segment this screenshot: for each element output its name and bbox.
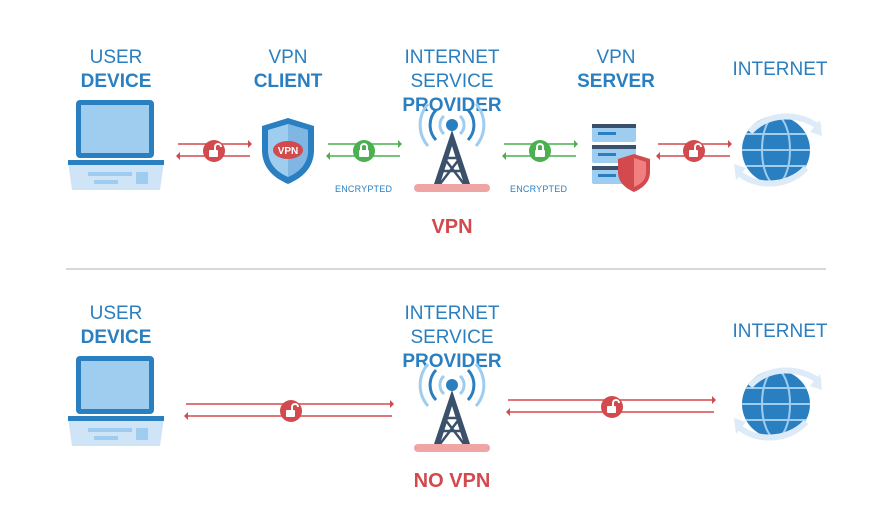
tower-icon: [414, 363, 490, 452]
shield-badge-text: VPN: [278, 146, 299, 157]
label-line1: INTERNET: [732, 59, 828, 80]
lock-open-icon: [683, 140, 705, 162]
label-line1: USER: [89, 303, 143, 324]
globe-icon: [734, 113, 822, 187]
lock-open-icon: [280, 400, 302, 422]
label-line2: DEVICE: [80, 327, 152, 348]
label-vpn-client: VPN CLIENT: [248, 46, 328, 94]
label-line1: INTERNET SERVICE: [404, 47, 500, 92]
caption-encrypted-left: ENCRYPTED: [335, 184, 393, 194]
label-line1: VPN: [596, 47, 636, 68]
label-line2: SERVER: [577, 71, 655, 92]
label-isp-vpn: INTERNET SERVICE PROVIDER: [362, 46, 542, 118]
tower-icon: [414, 103, 490, 192]
label-line1: INTERNET: [732, 321, 828, 342]
section-title-novpn: NO VPN: [413, 470, 491, 492]
lock-open-icon: [203, 140, 225, 162]
label-internet-novpn: INTERNET: [730, 320, 830, 344]
section-divider: [66, 268, 826, 270]
laptop-icon: [68, 100, 164, 190]
globe-icon: [734, 367, 822, 441]
section-title-vpn: VPN: [431, 216, 473, 238]
label-vpn-server: VPN SERVER: [576, 46, 656, 94]
label-line2: DEVICE: [80, 71, 152, 92]
label-user-device-vpn: USER DEVICE: [76, 46, 156, 94]
label-line2: CLIENT: [253, 71, 323, 92]
lock-closed-icon: [529, 140, 551, 162]
label-user-device-novpn: USER DEVICE: [76, 302, 156, 350]
laptop-icon: [68, 356, 164, 446]
label-line1: USER: [89, 47, 143, 68]
shield-icon: VPN: [262, 118, 314, 184]
caption-encrypted-right: ENCRYPTED: [510, 184, 568, 194]
label-internet-vpn: INTERNET: [730, 58, 830, 82]
server-icon: [592, 124, 650, 192]
label-line1: INTERNET SERVICE: [404, 303, 500, 348]
lock-closed-icon: [353, 140, 375, 162]
label-line2: PROVIDER: [402, 95, 502, 116]
label-line1: VPN: [268, 47, 308, 68]
lock-open-icon: [601, 396, 623, 418]
